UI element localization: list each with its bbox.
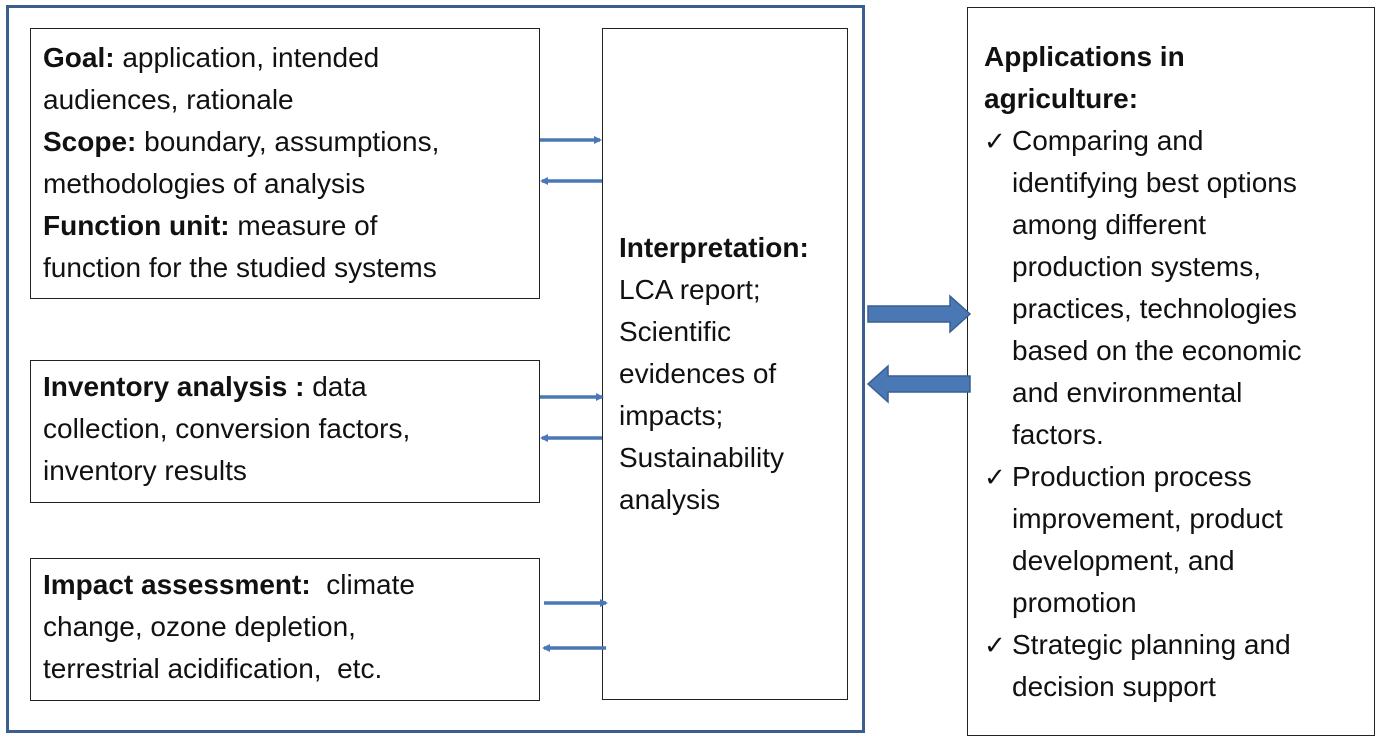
application-item-text: Production process improvement, product … (1012, 461, 1283, 618)
inventory-text-cont-2: inventory results (43, 455, 247, 486)
application-item: ✓ Production process improvement, produc… (984, 456, 1364, 624)
checkmark-icon: ✓ (984, 126, 1006, 156)
inventory-text: data (304, 371, 367, 402)
applications-box: Applications in agriculture: ✓ Comparing… (967, 7, 1375, 736)
scope-label: Scope: (43, 126, 137, 157)
goal-text: application, intended (114, 42, 380, 73)
block-arrow-from-applications (866, 364, 971, 404)
application-item: ✓ Strategic planning and decision suppor… (984, 624, 1364, 708)
inventory-text-cont-1: collection, conversion factors, (43, 413, 411, 444)
block-arrow-to-applications (867, 294, 972, 334)
interpretation-line: Scientific (619, 316, 732, 347)
interpretation-box: Interpretation: LCA report; Scientific e… (602, 28, 848, 700)
interpretation-line: analysis (619, 484, 721, 515)
interpretation-line: LCA report; (619, 274, 761, 305)
function-unit-label: Function unit: (43, 210, 230, 241)
goal-text-cont: audiences, rationale (43, 84, 294, 115)
scope-text-cont: methodologies of analysis (43, 168, 366, 199)
applications-title: Applications in (984, 41, 1185, 72)
impact-text-cont-1: change, ozone depletion, (43, 611, 356, 642)
application-item: ✓ Comparing and identifying best options… (984, 120, 1364, 456)
function-unit-text-cont: function for the studied systems (43, 252, 437, 283)
impact-label: Impact assessment: (43, 569, 311, 600)
interpretation-line: Sustainability (619, 442, 784, 473)
application-item-text: Comparing and identifying best options a… (1012, 125, 1302, 450)
application-item-text: Strategic planning and decision support (1012, 629, 1291, 702)
applications-title-cont: agriculture: (984, 83, 1139, 114)
interpretation-line: evidences of (619, 358, 777, 389)
goal-scope-box: Goal: application, intended audiences, r… (30, 28, 540, 299)
impact-assessment-box: Impact assessment: climate change, ozone… (30, 558, 540, 701)
goal-label: Goal: (43, 42, 115, 73)
scope-text: boundary, assumptions, (136, 126, 440, 157)
impact-text: climate (310, 569, 415, 600)
lca-framework-frame (6, 5, 865, 733)
interpretation-label: Interpretation: (619, 232, 809, 263)
function-unit-text: measure of (229, 210, 378, 241)
interpretation-line: impacts; (619, 400, 724, 431)
inventory-analysis-box: Inventory analysis : data collection, co… (30, 360, 540, 503)
impact-text-cont-2: terrestrial acidification, etc. (43, 653, 383, 684)
checkmark-icon: ✓ (984, 462, 1006, 492)
inventory-label: Inventory analysis : (43, 371, 305, 402)
checkmark-icon: ✓ (984, 630, 1006, 660)
